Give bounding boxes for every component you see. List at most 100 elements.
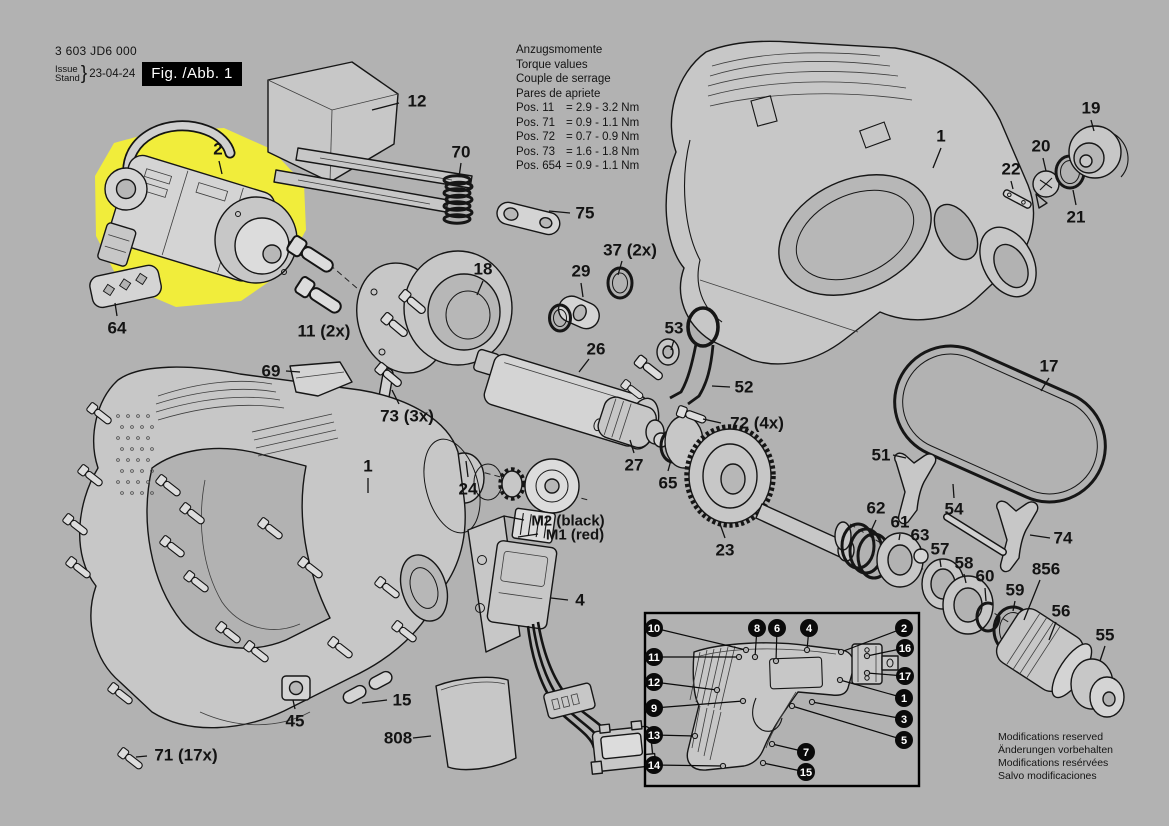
torque-row: Pos. 73= 1.6 - 1.8 Nm (516, 145, 639, 160)
svg-text:17: 17 (899, 671, 911, 683)
inset-callout-10[interactable]: 10 (645, 619, 663, 637)
part-callout-65[interactable]: 65 (659, 474, 678, 493)
torque-row-value: = 0.7 - 0.9 Nm (566, 131, 640, 143)
part-callout-60[interactable]: 60 (976, 567, 995, 586)
inset-callout-6[interactable]: 6 (768, 619, 786, 637)
screw-glyph (159, 535, 185, 558)
torque-row: Pos. 654= 0.9 - 1.1 Nm (516, 159, 639, 174)
torque-row: Pos. 11= 2.9 - 3.2 Nm (516, 101, 639, 116)
screw-glyph (374, 576, 400, 599)
part-callout-55[interactable]: 55 (1096, 626, 1115, 645)
part-callout-61[interactable]: 61 (891, 513, 910, 532)
part-callout-59[interactable]: 59 (1006, 581, 1025, 600)
part-callout-70[interactable]: 70 (452, 143, 471, 162)
part-callout-856[interactable]: 856 (1032, 560, 1060, 579)
highlighted-part-motor[interactable] (95, 120, 311, 307)
inset-callout-1[interactable]: 1 (895, 689, 913, 707)
part-callout-51[interactable]: 51 (872, 446, 891, 465)
inset-callout-12[interactable]: 12 (645, 673, 663, 691)
inset-callout-16[interactable]: 16 (896, 639, 914, 657)
part-callout-22[interactable]: 22 (1002, 160, 1021, 179)
inset-callout-target (719, 762, 727, 770)
screw-glyph (86, 402, 112, 425)
inset-callout-8[interactable]: 8 (748, 619, 766, 637)
part-callout-21[interactable]: 21 (1067, 208, 1086, 227)
part-callout-808[interactable]: 808 (384, 729, 412, 748)
svg-text:8: 8 (754, 623, 760, 635)
part-drawing-washer-53 (656, 338, 680, 366)
callout-leader (629, 439, 635, 454)
part-drawing-switch-assembly (467, 507, 657, 775)
callout-leader (719, 523, 726, 539)
part-callout-23[interactable]: 23 (716, 541, 735, 560)
part-drawing-chuck-parts (834, 521, 1125, 718)
inset-callout-5[interactable]: 5 (895, 731, 913, 749)
part-callout-26[interactable]: 26 (587, 340, 606, 359)
torque-heading-line: Couple de serrage (516, 73, 611, 85)
part-callout-53[interactable]: 53 (665, 319, 684, 338)
inset-callout-13[interactable]: 13 (645, 726, 663, 744)
part-callout-2[interactable]: 2 (213, 140, 222, 159)
part-drawing-pins-15 (342, 670, 393, 704)
inset-callout-11[interactable]: 11 (645, 648, 663, 666)
part-callout-56[interactable]: 56 (1052, 602, 1071, 621)
part-callout-58[interactable]: 58 (955, 554, 974, 573)
part-callout-64[interactable]: 64 (108, 319, 127, 338)
inset-callout-4[interactable]: 4 (800, 619, 818, 637)
part-callout-1[interactable]: 1 (936, 127, 945, 146)
callout-leader (667, 459, 672, 472)
svg-text:9: 9 (651, 703, 657, 715)
part-callout-54[interactable]: 54 (945, 500, 964, 519)
disclaimer-line: Änderungen vorbehalten (998, 744, 1114, 756)
part-callout-29[interactable]: 29 (572, 262, 591, 281)
torque-heading-line: Anzugsmomente (516, 44, 603, 56)
part-callout-45[interactable]: 45 (286, 712, 305, 731)
part-callout-1[interactable]: 1 (363, 457, 372, 476)
part-callout-15[interactable]: 15 (393, 691, 412, 710)
part-callout-M2-(black)[interactable]: M2 (black) (531, 513, 604, 530)
part-callout-24[interactable]: 24 (459, 480, 478, 499)
part-callout-75[interactable]: 75 (576, 204, 595, 223)
callout-leader (892, 454, 907, 459)
part-callout-M1-(red)[interactable]: M1 (red) (546, 527, 604, 544)
inset-callout-17[interactable]: 17 (896, 667, 914, 685)
part-callout-69[interactable]: 69 (262, 362, 281, 381)
part-callout-52[interactable]: 52 (735, 378, 754, 397)
svg-text:2: 2 (901, 623, 907, 635)
screw-glyph (215, 621, 241, 644)
part-callout-62[interactable]: 62 (867, 499, 886, 518)
callout-leader (476, 280, 484, 296)
part-callout-12[interactable]: 12 (408, 92, 427, 111)
inset-callout-2[interactable]: 2 (895, 619, 913, 637)
part-callout-17[interactable]: 17 (1040, 357, 1059, 376)
part-callout-19[interactable]: 19 (1082, 99, 1101, 118)
part-callout-27[interactable]: 27 (625, 456, 644, 475)
part-callout-71-(17x)[interactable]: 71 (17x) (154, 746, 217, 765)
inset-callout-9[interactable]: 9 (645, 699, 663, 717)
callout-leader (1048, 621, 1057, 641)
issue-date: 23-04-24 (89, 68, 136, 80)
part-callout-4[interactable]: 4 (575, 591, 585, 610)
inset-callout-target (772, 657, 780, 665)
part-callout-73-(3x)[interactable]: 73 (3x) (380, 407, 434, 426)
screw-glyph (117, 747, 143, 770)
part-callout-74[interactable]: 74 (1054, 529, 1073, 548)
part-callout-72-(4x)[interactable]: 72 (4x) (730, 414, 784, 433)
part-callout-18[interactable]: 18 (474, 260, 493, 279)
inset-callout-14[interactable]: 14 (645, 756, 663, 774)
part-callout-57[interactable]: 57 (931, 540, 950, 559)
part-callout-37-(2x)[interactable]: 37 (2x) (603, 241, 657, 260)
callout-leader (702, 418, 722, 424)
callout-leader (932, 147, 942, 169)
inset-callout-target (836, 676, 844, 684)
inset-callout-3[interactable]: 3 (895, 710, 913, 728)
callout-leader (1099, 645, 1106, 662)
part-callout-11-(2x)[interactable]: 11 (2x) (298, 322, 351, 341)
inset-callout-15[interactable]: 15 (797, 763, 815, 781)
part-callout-20[interactable]: 20 (1032, 137, 1051, 156)
inset-callout-7[interactable]: 7 (797, 743, 815, 761)
part-callout-63[interactable]: 63 (911, 526, 930, 545)
